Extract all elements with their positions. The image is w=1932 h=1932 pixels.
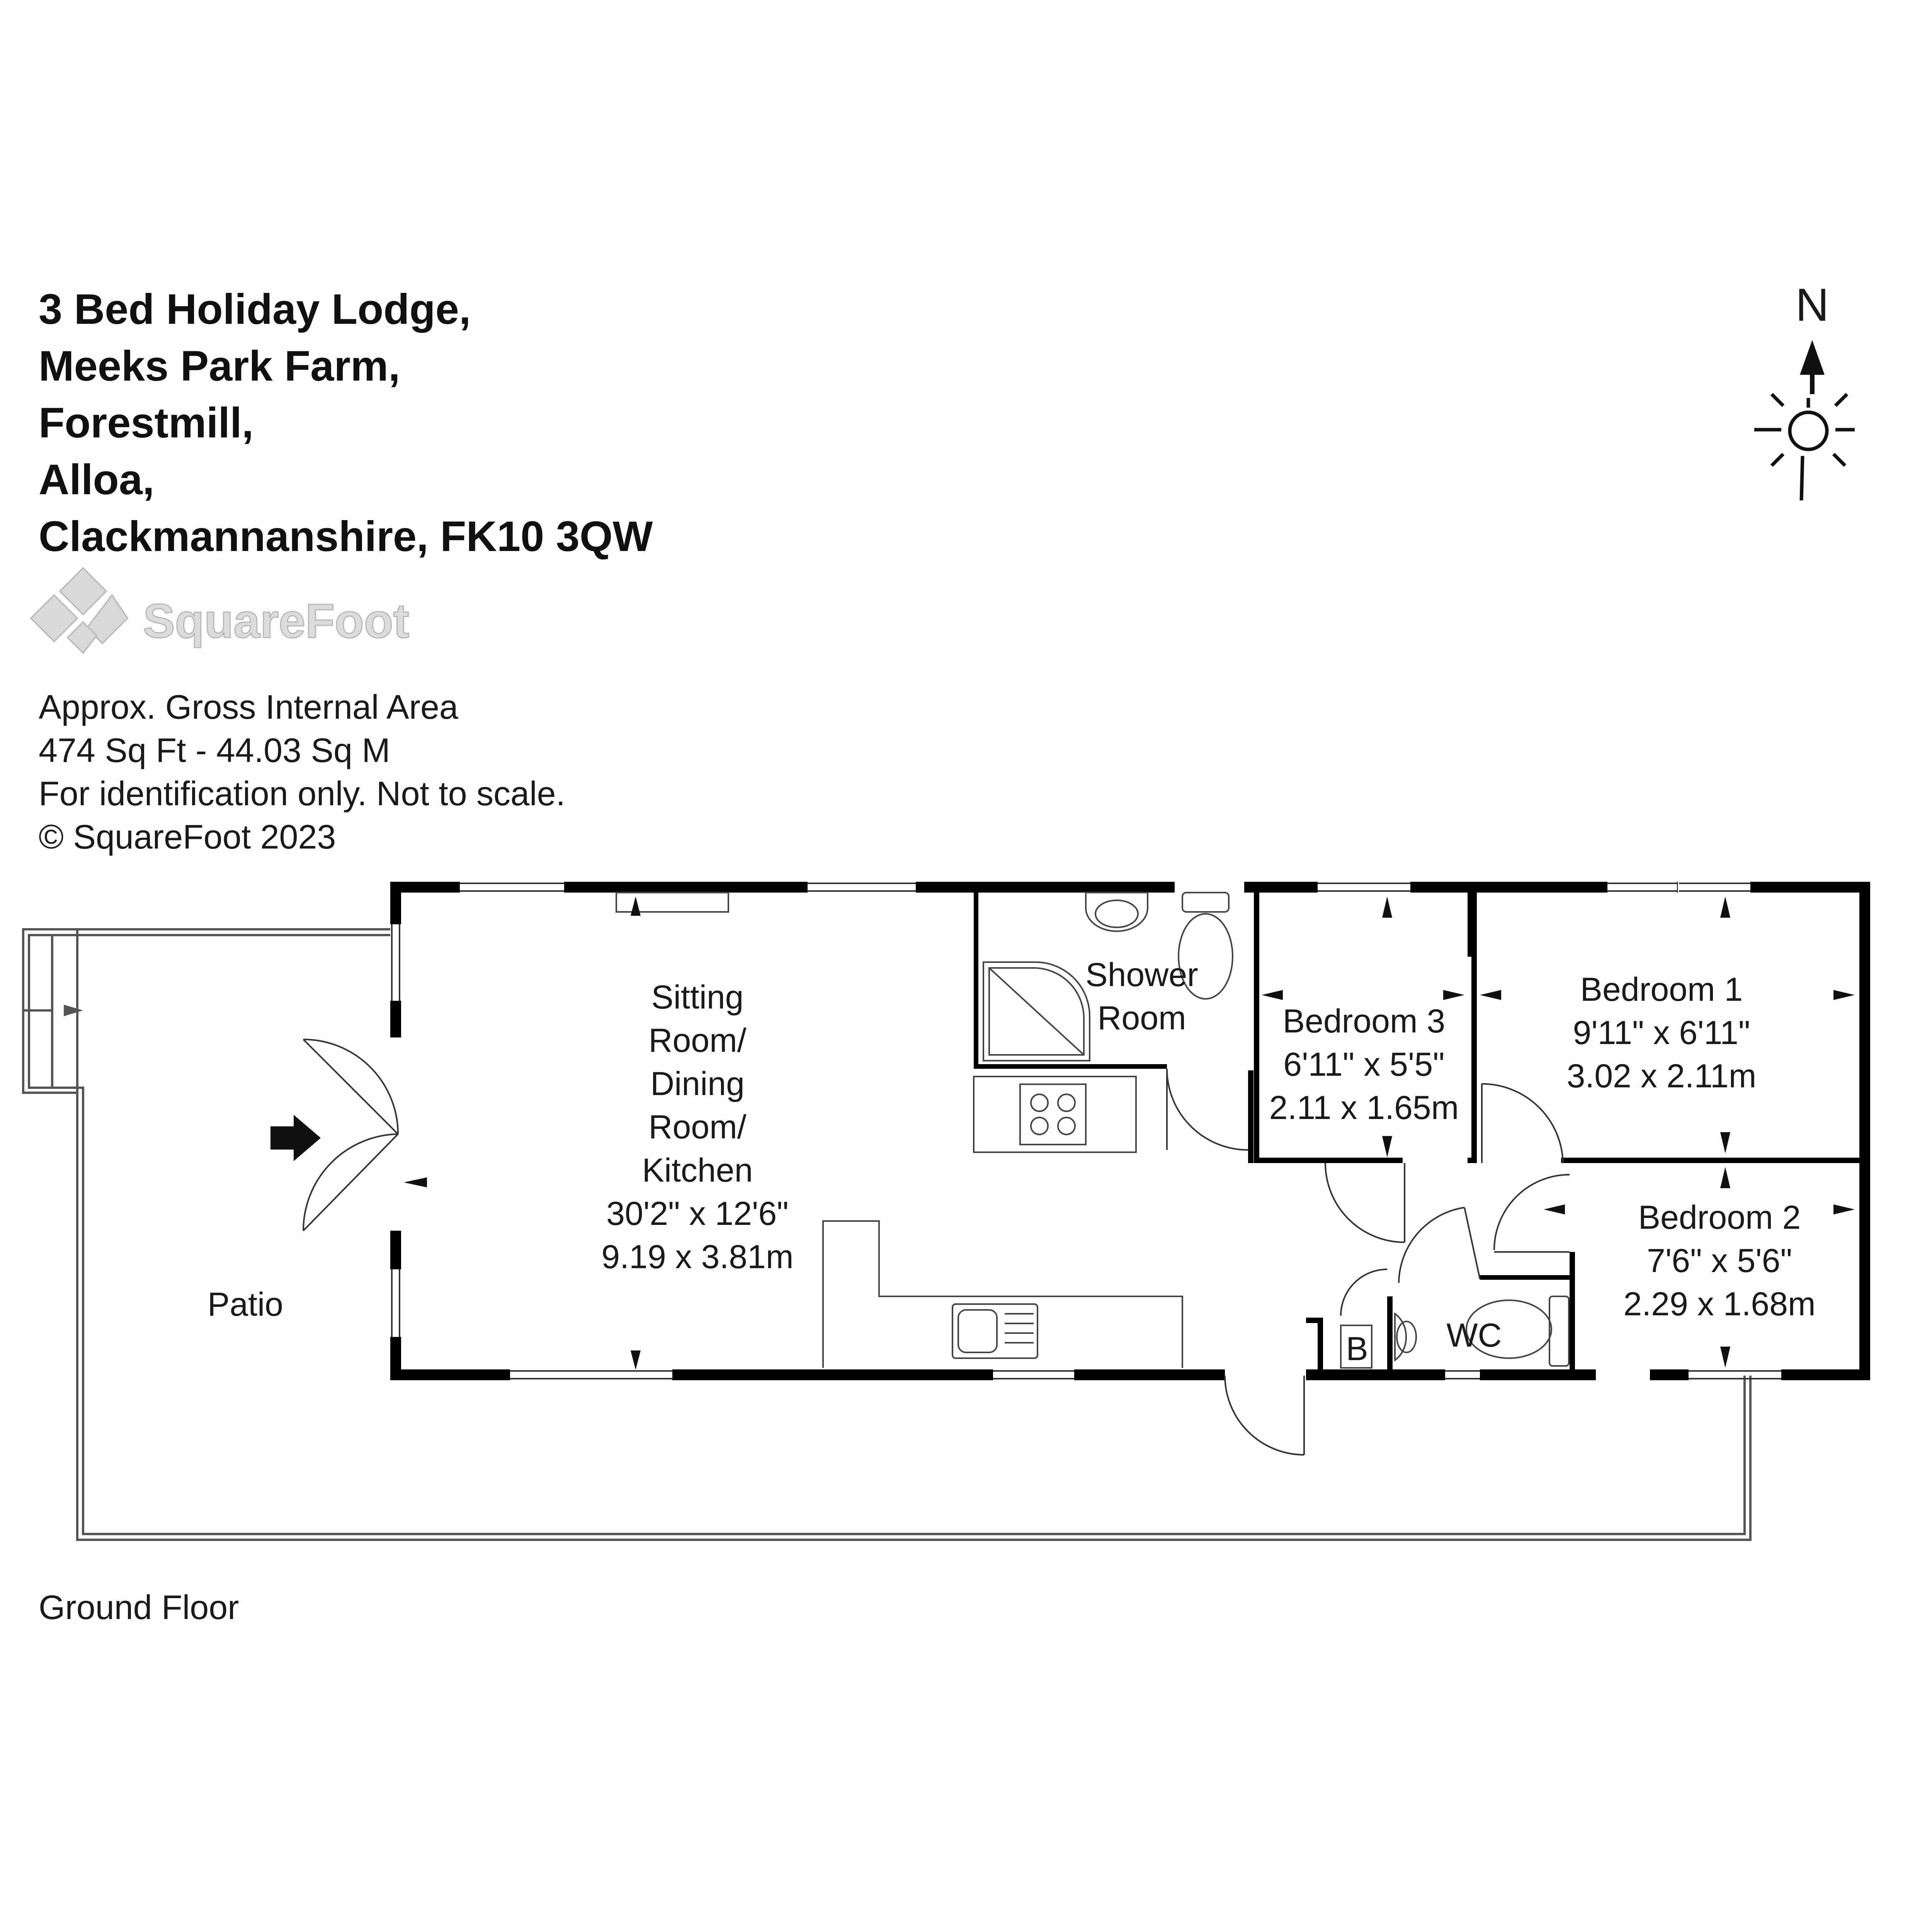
svg-text:Bedroom 3: Bedroom 3 [1283,1003,1446,1040]
svg-text:Shower: Shower [1085,956,1198,993]
hob-icon [1019,1083,1087,1145]
svg-text:Bedroom 2: Bedroom 2 [1638,1199,1801,1236]
info-line-1: Approx. Gross Internal Area [39,688,458,726]
radiator [616,892,729,913]
boiler-label: B [1346,1330,1368,1367]
svg-text:30'2" x 12'6": 30'2" x 12'6" [606,1195,789,1232]
logo-mark-icon [30,567,129,655]
room-label-wc: WC [1446,1317,1502,1354]
interior-walls [974,887,1862,1376]
fixtures [616,892,1570,1369]
floor-label: Ground Floor [39,1588,239,1626]
boiler-box [1340,1325,1372,1369]
wc-toilet-icon [1466,1296,1570,1367]
svg-text:6'11" x 5'5": 6'11" x 5'5" [1283,1046,1444,1083]
washbasin-icon [1085,892,1148,932]
room-label-bedroom1: Bedroom 1 9'11" x 6'11" 3.02 x 2.11m [1567,971,1757,1095]
hob-counter [973,1076,1137,1153]
squarefoot-logo: SquareFoot [30,567,410,655]
info-line-2: 474 Sq Ft - 44.03 Sq M [39,731,390,769]
address-line-5: Clackmannanshire, FK10 3QW [39,513,653,560]
dimension-arrows [270,896,1855,1370]
address-block: 3 Bed Holiday Lodge, Meeks Park Farm, Fo… [39,286,653,560]
patio-outline [22,928,1752,1541]
toilet-icon [1178,892,1233,1000]
info-line-3: For identification only. Not to scale. [39,774,565,813]
room-label-shower: Shower Room [1085,956,1198,1037]
address-line-3: Forestmill, [39,399,253,447]
area-info: Approx. Gross Internal Area 474 Sq Ft - … [39,688,565,856]
svg-text:Dining: Dining [650,1065,745,1102]
svg-text:Kitchen: Kitchen [642,1152,753,1189]
svg-text:Sitting: Sitting [651,979,743,1016]
doors [303,1039,1570,1456]
svg-text:9.19 x 3.81m: 9.19 x 3.81m [601,1238,793,1276]
svg-text:Room/: Room/ [648,1109,746,1146]
north-arrow-icon [1800,340,1825,394]
svg-text:Bedroom 1: Bedroom 1 [1580,971,1743,1008]
svg-text:2.11 x 1.65m: 2.11 x 1.65m [1269,1089,1459,1126]
wc-basin-icon [1394,1312,1417,1362]
room-label-sitting: Sitting Room/ Dining Room/ Kitchen 30'2"… [601,979,793,1276]
sun-icon [1754,393,1855,501]
windows [391,883,1781,1379]
svg-text:Room: Room [1097,1000,1186,1037]
svg-text:Room/: Room/ [648,1022,746,1059]
room-label-patio: Patio [207,1286,283,1323]
compass: N [1754,279,1855,501]
kitchen-counter [822,1220,1183,1368]
exterior-walls [390,882,1870,1380]
compass-north-label: N [1796,279,1829,331]
logo-text: SquareFoot [143,595,409,648]
svg-text:2.29 x 1.68m: 2.29 x 1.68m [1623,1286,1815,1323]
shower-tray-icon [983,961,1090,1061]
svg-text:9'11" x 6'11": 9'11" x 6'11" [1573,1014,1750,1051]
svg-text:3.02 x 2.11m: 3.02 x 2.11m [1567,1058,1757,1095]
address-line-1: 3 Bed Holiday Lodge, [39,286,471,333]
sink-icon [952,1303,1038,1359]
svg-text:7'6" x 5'6": 7'6" x 5'6" [1647,1242,1792,1279]
address-line-4: Alloa, [39,456,155,503]
room-label-bedroom3: Bedroom 3 6'11" x 5'5" 2.11 x 1.65m [1269,1003,1459,1126]
room-label-bedroom2: Bedroom 2 7'6" x 5'6" 2.29 x 1.68m [1623,1199,1815,1323]
address-line-2: Meeks Park Farm, [39,342,400,390]
info-line-4: © SquareFoot 2023 [39,818,336,856]
